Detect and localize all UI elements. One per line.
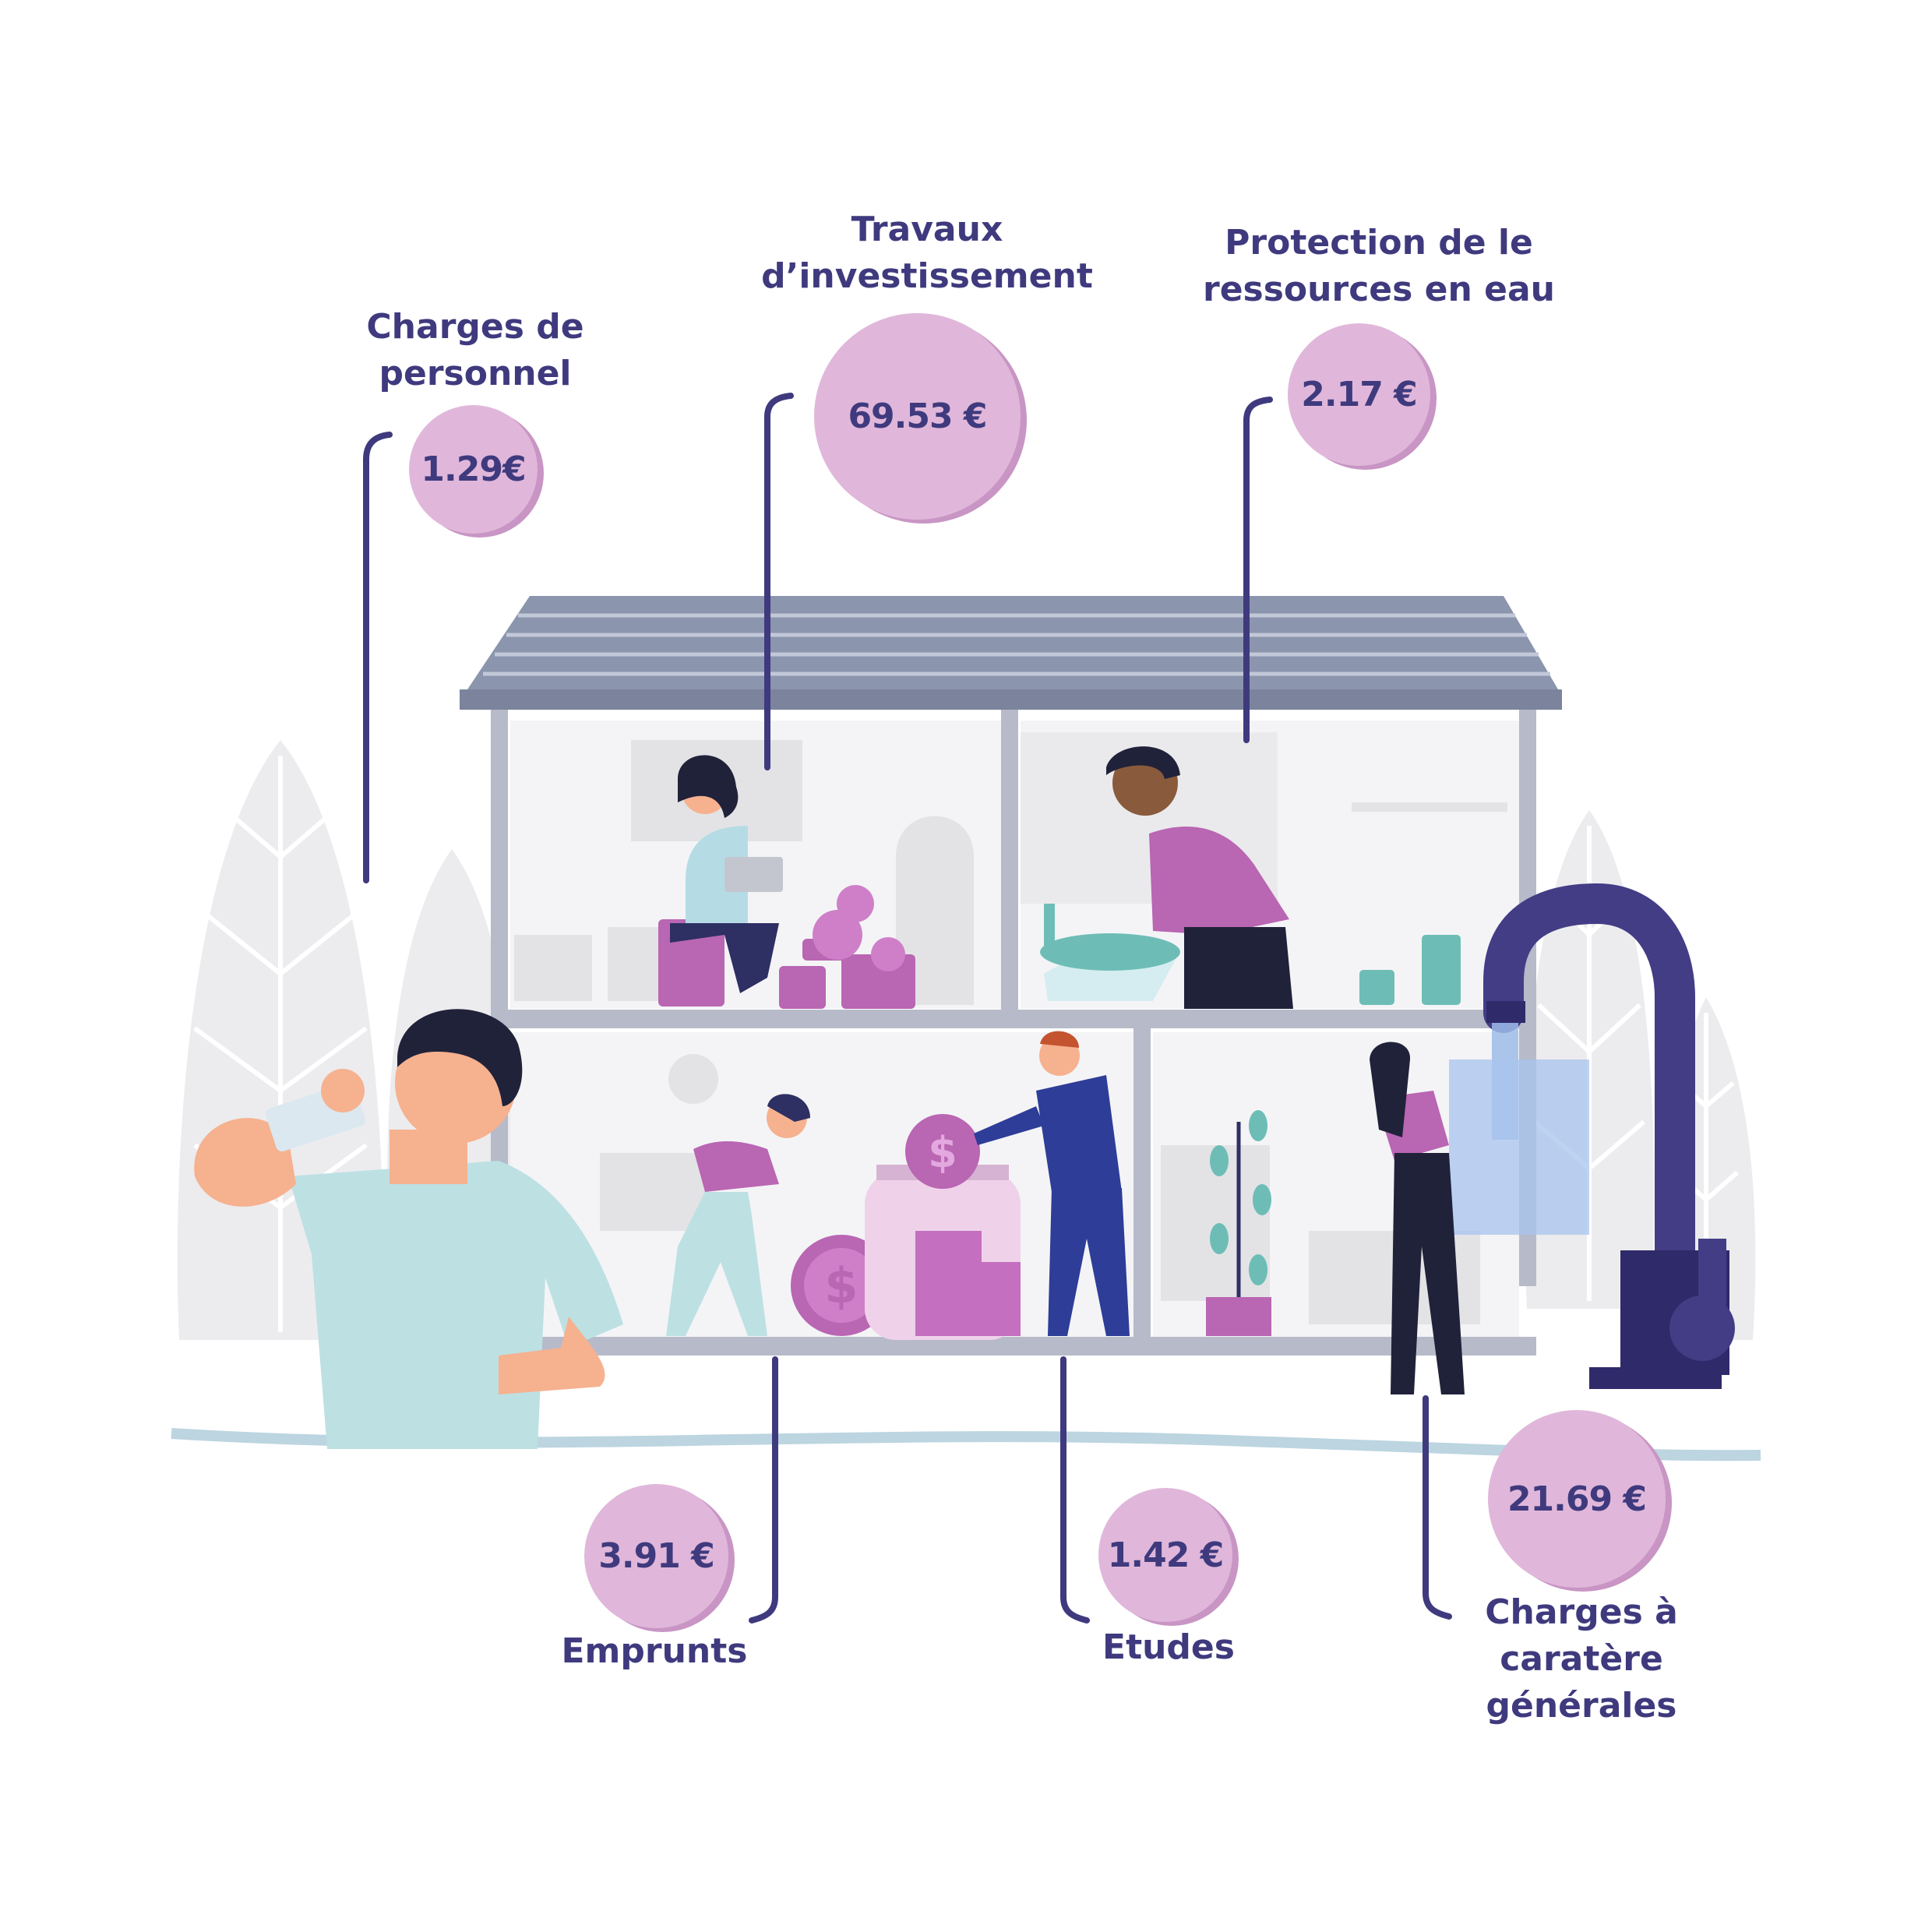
water-tap-icon	[1483, 883, 1735, 1389]
water-glass	[1449, 1059, 1589, 1235]
amount-charges-generales: 21.69 €	[1507, 1479, 1647, 1519]
coin-protection: 2.17 €	[1288, 323, 1430, 466]
amount-etudes: 1.42 €	[1107, 1535, 1224, 1575]
amount-emprunts: 3.91 €	[598, 1536, 714, 1576]
savings-jar: $	[865, 1114, 1021, 1340]
coin-travaux: 69.53 €	[814, 313, 1021, 520]
coin-charges-generales: 21.69 €	[1488, 1410, 1666, 1588]
label-travaux: Travaux d’investissement	[761, 210, 1093, 296]
house-roof	[460, 596, 1562, 710]
svg-text:$: $	[824, 1257, 858, 1314]
euro-coin-icon	[813, 885, 905, 971]
amount-charges-personnel: 1.29€	[421, 450, 526, 489]
woman-pushing-coin	[666, 1094, 810, 1336]
teal-coin-stacks	[1359, 935, 1461, 1005]
amount-protection: 2.17 €	[1301, 375, 1417, 414]
plant-icon	[1206, 1110, 1271, 1336]
label-protection: Protection de le ressources en eau	[1203, 223, 1555, 309]
label-emprunts: Emprunts	[561, 1631, 748, 1671]
coin-charges-personnel: 1.29€	[409, 405, 538, 534]
leader-travaux	[764, 393, 794, 770]
leader-etudes	[1060, 1356, 1090, 1624]
man-at-sink	[1040, 746, 1293, 1009]
label-charges-generales: Charges à caratère générales	[1485, 1592, 1678, 1726]
label-etudes: Etudes	[1102, 1627, 1235, 1667]
svg-text:$: $	[928, 1128, 957, 1177]
leader-protection	[1243, 397, 1273, 743]
label-charges-personnel: Charges de personnel	[366, 307, 584, 393]
amount-travaux: 69.53 €	[848, 397, 987, 436]
man-in-blue	[974, 1031, 1130, 1336]
woman-with-glass	[1370, 1042, 1465, 1394]
leader-emprunts	[749, 1356, 778, 1624]
leader-charges-personnel	[363, 432, 393, 883]
man-drinking-water	[194, 1009, 623, 1449]
leader-charges-generales	[1423, 1395, 1452, 1620]
callout-lines	[363, 393, 1452, 1624]
woman-with-laptop	[670, 755, 783, 993]
coin-emprunts: 3.91 €	[584, 1484, 728, 1628]
coin-etudes: 1.42 €	[1098, 1488, 1232, 1622]
